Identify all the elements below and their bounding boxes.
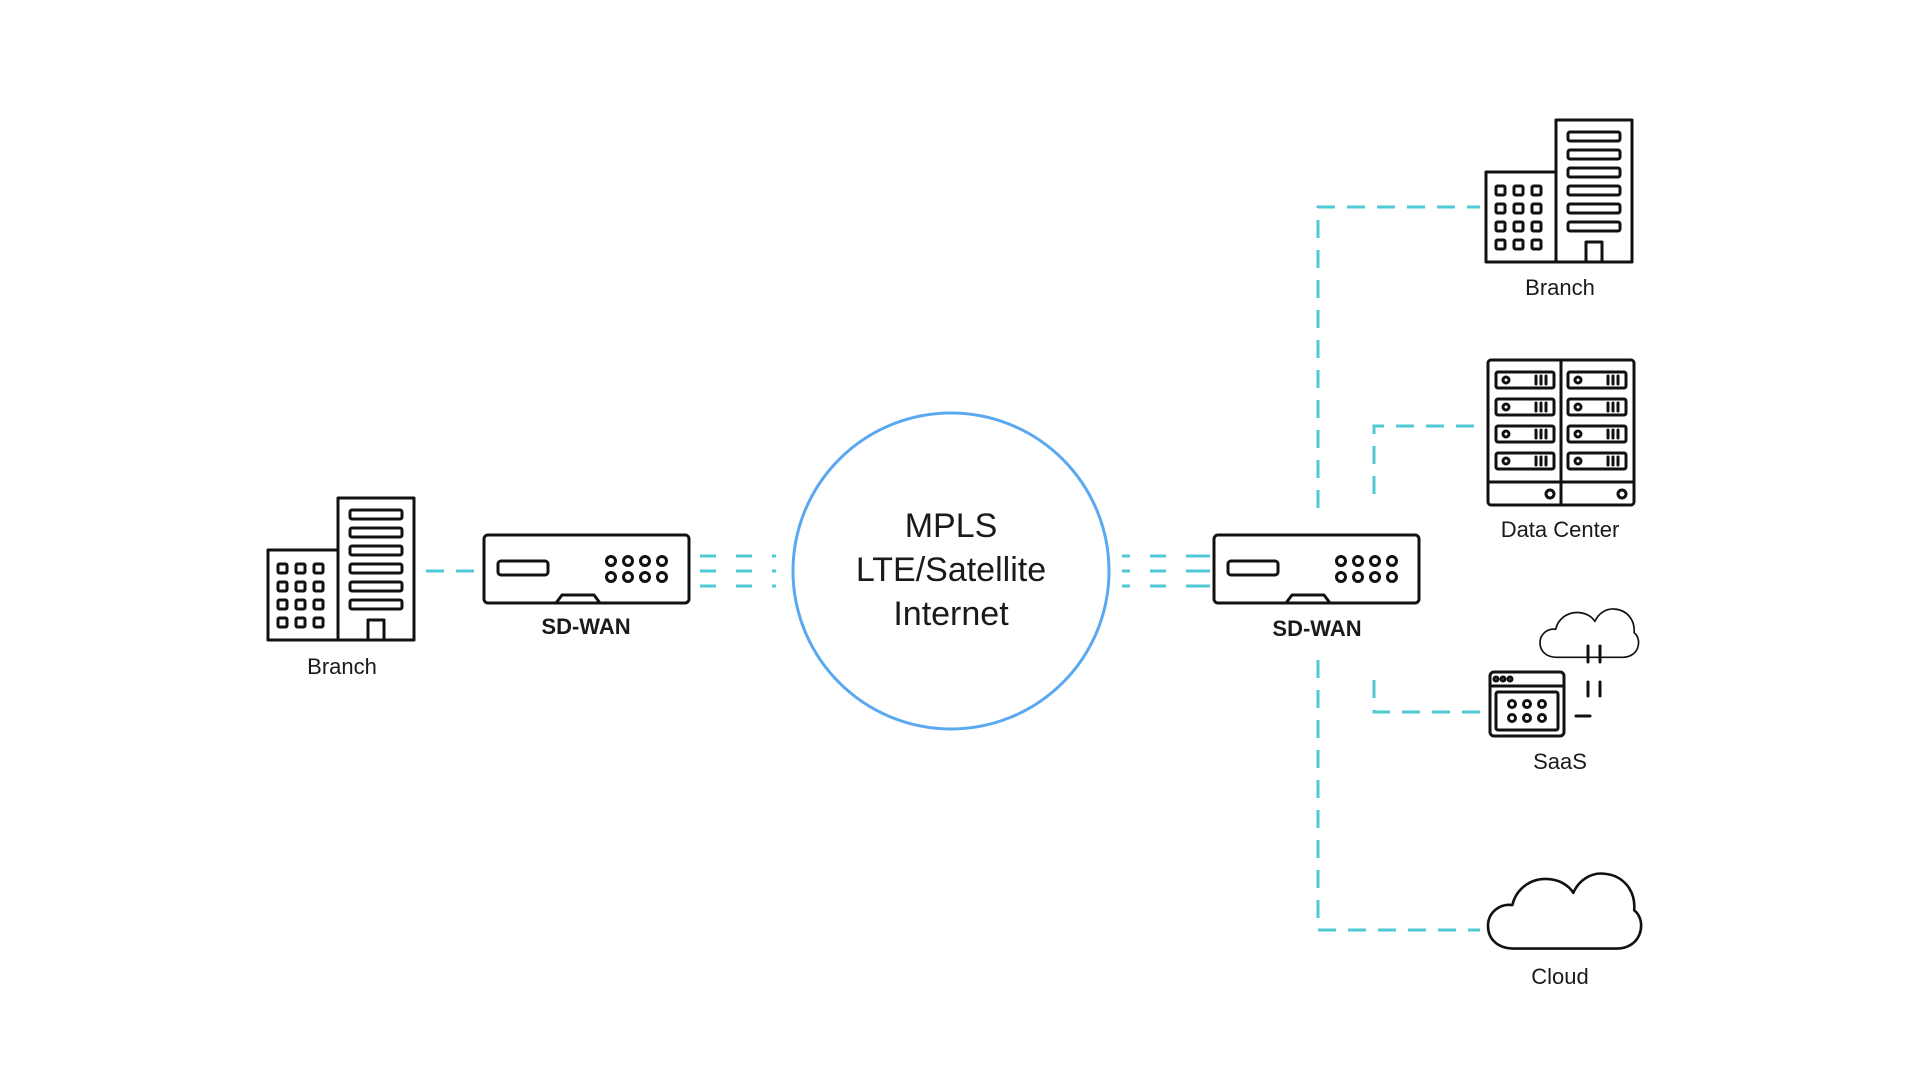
hub-line-1: MPLS — [905, 507, 998, 545]
link-hub-to-sdwan-right — [1122, 554, 1210, 588]
destination-label: Data Center — [1501, 517, 1620, 542]
destination-saas: SaaS — [1488, 608, 1640, 774]
destination-label: Cloud — [1531, 964, 1588, 989]
link-to-branch-right — [1316, 205, 1480, 508]
link-to-data-center — [1372, 424, 1480, 494]
router-appliance-icon — [1212, 533, 1421, 605]
link-to-saas — [1372, 680, 1480, 714]
hub-network: MPLS LTE/Satellite Internet — [791, 411, 1111, 731]
hub-line-2: LTE/Satellite — [856, 551, 1046, 589]
left-branch-label: Branch — [307, 654, 377, 679]
cloud-icon — [1486, 872, 1643, 950]
right-sdwan-node: SD-WAN — [1212, 533, 1421, 641]
link-to-cloud — [1316, 660, 1480, 932]
left-sdwan-label: SD-WAN — [541, 614, 630, 639]
right-sdwan-label: SD-WAN — [1272, 616, 1361, 641]
destination-branch: Branch — [1484, 118, 1634, 300]
destination-data-center: Data Center — [1486, 358, 1636, 542]
office-building-icon — [1484, 118, 1634, 264]
connector-lines — [426, 205, 1480, 932]
office-building-icon — [266, 496, 416, 642]
destination-label: SaaS — [1533, 749, 1587, 774]
server-rack-icon — [1486, 358, 1636, 507]
destination-label: Branch — [1525, 275, 1595, 300]
router-appliance-icon — [482, 533, 691, 605]
destination-cloud: Cloud — [1486, 872, 1643, 989]
saas-app-cloud-icon — [1488, 608, 1640, 738]
link-sdwan-left-to-hub — [700, 554, 776, 588]
left-sdwan-node: SD-WAN — [482, 533, 691, 639]
hub-circle — [791, 411, 1111, 731]
left-branch-node: Branch — [266, 496, 416, 679]
hub-line-3: Internet — [893, 595, 1009, 633]
